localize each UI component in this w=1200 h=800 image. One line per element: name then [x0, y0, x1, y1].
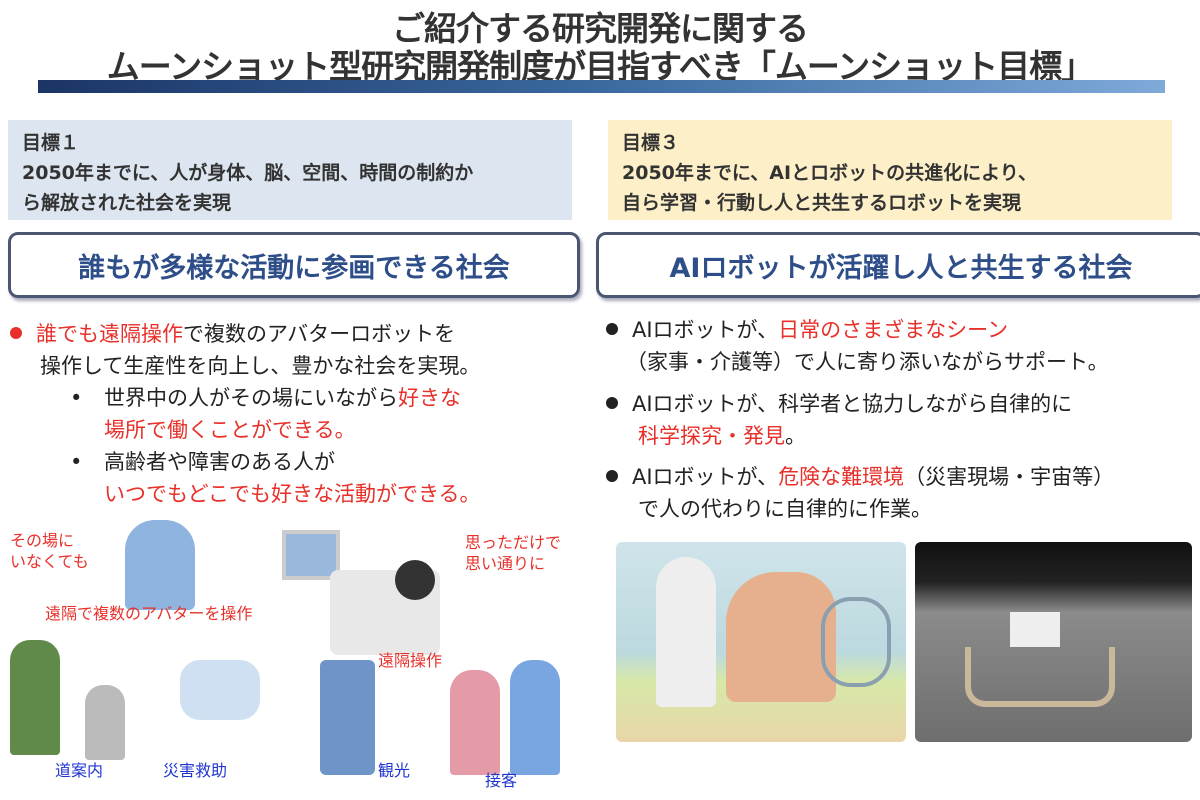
goal1-headline: 誰もが多様な活動に参画できる社会 — [8, 232, 580, 298]
goal3-box: 目標３ 2050年までに、AIとロボットの共進化により、 自ら学習・行動し人と共… — [608, 120, 1172, 220]
care-robot-figure — [656, 557, 716, 707]
label-rescue: 災害救助 — [163, 761, 228, 780]
monitor-figure — [282, 530, 340, 580]
lunar-robot-legs — [965, 647, 1115, 707]
note-multi-avatar: 遠隔で複数のアバターを操作 — [45, 604, 253, 623]
service-robot-figure — [510, 660, 560, 775]
goal3-text-line2: 自ら学習・行動し人と共生するロボットを実現 — [622, 192, 1022, 214]
right-bullet-3: AIロボットが、危険な難環境（災害現場・宇宙等） で人の代わりに自律的に作業。 — [606, 461, 1114, 525]
walker-figure — [10, 640, 60, 755]
waitress-figure — [450, 670, 500, 775]
patient-figure — [726, 572, 836, 702]
avatar-illustration: その場にいなくても 遠隔で複数のアバターを操作 思っただけで思い通りに 遠隔操作… — [0, 510, 600, 800]
label-tourism: 観光 — [378, 761, 411, 780]
goal1-text-line2: ら解放された社会を実現 — [22, 192, 232, 214]
right-bullet-2: AIロボットが、科学者と協力しながら自律的に 科学探究・発見。 — [606, 388, 1072, 452]
bullet-dot-icon — [606, 397, 618, 409]
goal3-headline: AIロボットが活躍し人と共生する社会 — [596, 232, 1200, 298]
label-guide: 道案内 — [55, 761, 104, 780]
slide-title-line1: ご紹介する研究開発に関する — [392, 9, 809, 48]
drone-robot-figure — [180, 660, 260, 720]
slide-title-line2: ムーンショット型研究開発制度が目指すべき「ムーンショット目標」 — [106, 47, 1094, 86]
note-thought: 思っただけで思い通りに — [465, 533, 562, 573]
bullet-dot-icon — [606, 470, 618, 482]
goal3-text-line1: 2050年までに、AIとロボットの共進化により、 — [622, 162, 1037, 184]
care-robot-photo — [616, 542, 906, 742]
label-hospitality: 接客 — [485, 771, 518, 790]
vr-user-figure — [395, 560, 435, 600]
right-bullet-1: AIロボットが、日常のさまざまなシーン （家事・介護等）で人に寄り添いながらサポ… — [606, 314, 1109, 378]
lunar-robot-photo — [915, 542, 1192, 742]
title-underline-bar — [38, 80, 1165, 93]
note-remote: その場にいなくても — [10, 531, 89, 571]
bullet-dot-icon — [606, 323, 618, 335]
goal1-label: 目標１ — [22, 132, 80, 154]
goal1-text-line1: 2050年までに、人が身体、脳、空間、時間の制約か — [22, 162, 474, 184]
wheelchair-figure — [821, 597, 891, 687]
goal3-label: 目標３ — [622, 132, 680, 154]
parent-figure — [125, 520, 195, 610]
left-bullet-main: 誰でも遠隔操作で複数のアバターロボットを 操作して生産性を向上し、豊かな社会を実… — [10, 318, 481, 510]
telepresence-robot-figure — [320, 660, 375, 775]
goal1-box: 目標１ 2050年までに、人が身体、脳、空間、時間の制約か ら解放された社会を実… — [8, 120, 572, 220]
note-remote-op: 遠隔操作 — [378, 651, 443, 670]
guide-robot-figure — [85, 685, 125, 760]
bullet-dot-icon — [10, 327, 22, 339]
lunar-robot-body — [1010, 612, 1060, 647]
